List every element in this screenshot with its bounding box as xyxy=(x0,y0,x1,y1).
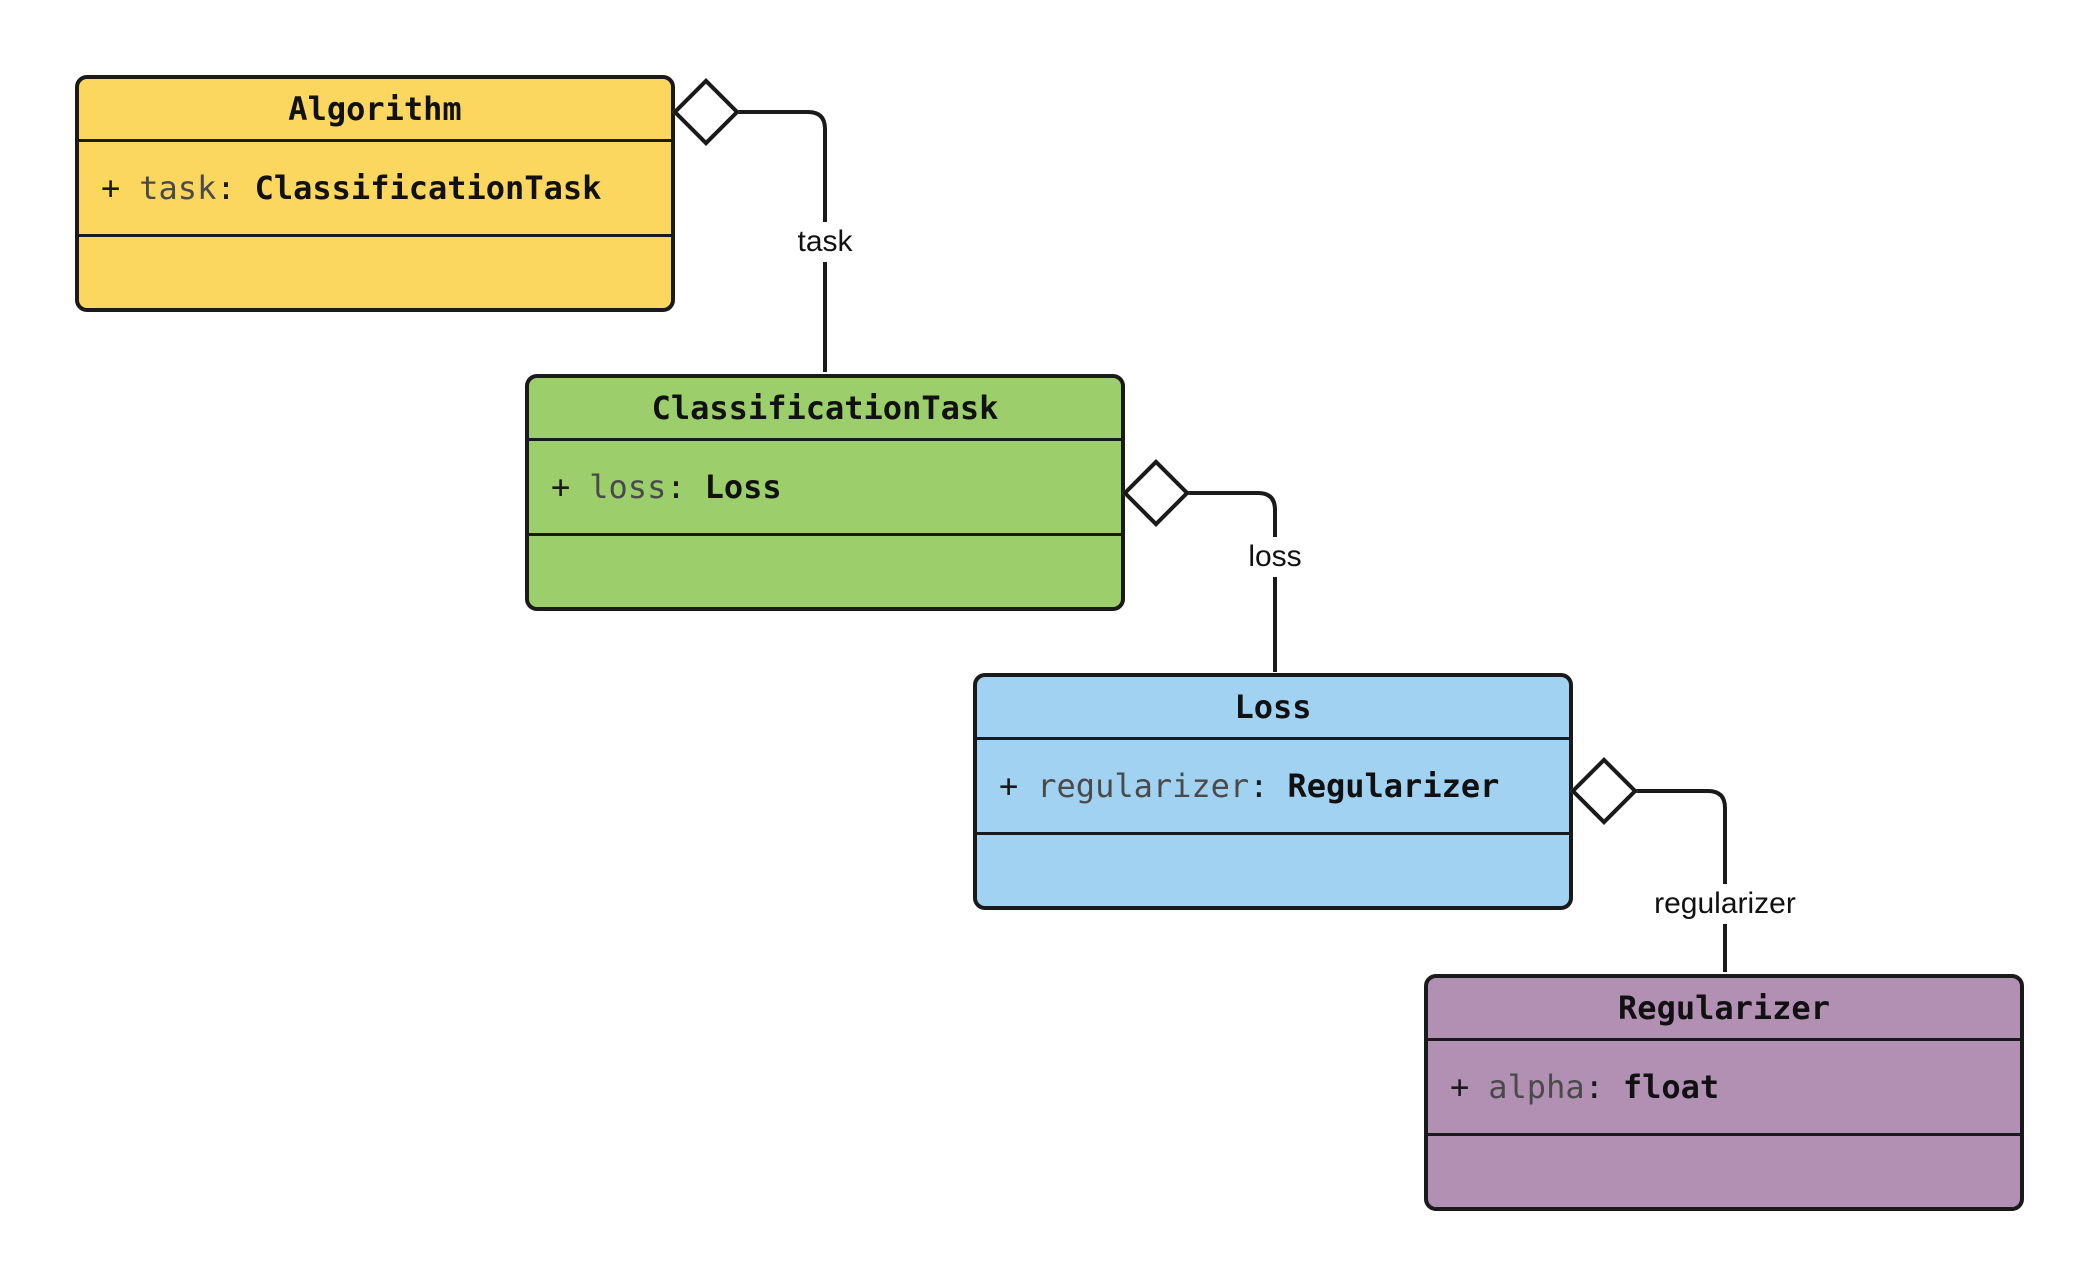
class-title: Regularizer xyxy=(1618,989,1830,1027)
attribute-colon: : xyxy=(1584,1068,1604,1106)
class-title: Loss xyxy=(1234,688,1312,726)
attribute-visibility: + xyxy=(551,468,571,506)
aggregation-link-task xyxy=(736,110,827,372)
attribute-visibility: + xyxy=(101,169,121,207)
class-attributes-row: + regularizer : Regularizer xyxy=(977,737,1569,832)
aggregation-link-regularizer xyxy=(1634,789,1727,972)
class-methods-empty xyxy=(79,234,671,308)
edge-label-task: task xyxy=(791,222,859,262)
attribute-name: regularizer xyxy=(1037,767,1250,805)
class-node-regularizer: Regularizer + alpha : float xyxy=(1424,974,2024,1211)
attribute-name: loss xyxy=(589,468,667,506)
class-title: ClassificationTask xyxy=(651,389,999,427)
attribute-type: Regularizer xyxy=(1287,767,1500,805)
class-methods-empty xyxy=(529,533,1121,607)
attribute-name: task xyxy=(139,169,217,207)
class-methods-empty xyxy=(977,832,1569,906)
class-attributes-row: + task : ClassificationTask xyxy=(79,139,671,234)
edge-label-loss: loss xyxy=(1242,537,1308,577)
class-attributes-row: + alpha : float xyxy=(1428,1038,2020,1133)
class-node-algorithm: Algorithm + task : ClassificationTask xyxy=(75,75,675,312)
attribute-name: alpha xyxy=(1488,1068,1585,1106)
attribute-visibility: + xyxy=(1450,1068,1470,1106)
attribute-visibility: + xyxy=(999,767,1019,805)
attribute-colon: : xyxy=(666,468,686,506)
class-title: Algorithm xyxy=(288,90,462,128)
class-node-loss: Loss + regularizer : Regularizer xyxy=(973,673,1573,910)
attribute-colon: : xyxy=(1249,767,1269,805)
class-attributes-row: + loss : Loss xyxy=(529,438,1121,533)
edge-label-regularizer: regularizer xyxy=(1648,884,1802,924)
class-node-classificationtask: ClassificationTask + loss : Loss xyxy=(525,374,1125,611)
attribute-type: float xyxy=(1622,1068,1720,1106)
attribute-colon: : xyxy=(216,169,236,207)
aggregation-link-loss xyxy=(1186,491,1277,672)
class-methods-empty xyxy=(1428,1133,2020,1207)
attribute-type: ClassificationTask xyxy=(254,169,602,207)
attribute-type: Loss xyxy=(704,468,782,506)
